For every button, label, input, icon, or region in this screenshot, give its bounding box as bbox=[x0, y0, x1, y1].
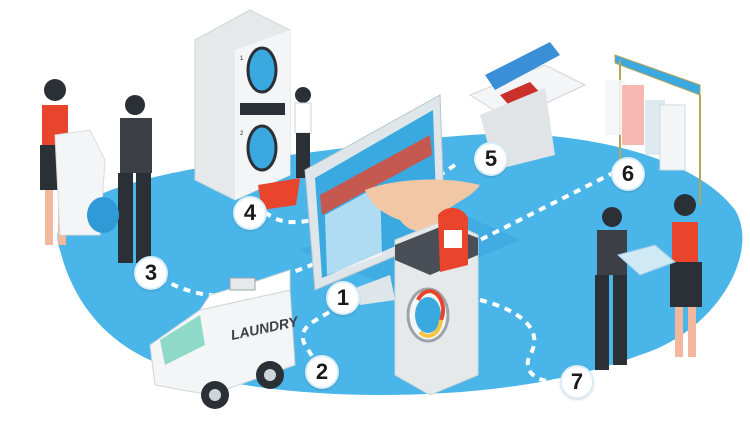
washer-number-2: 2 bbox=[240, 131, 244, 137]
step-number: 1 bbox=[336, 285, 350, 310]
laundry-basket-red bbox=[258, 178, 300, 210]
step-marker-2: 2 bbox=[305, 355, 339, 389]
hand-from-screen bbox=[365, 179, 480, 232]
step-number: 3 bbox=[144, 260, 158, 285]
detergent-bottle bbox=[438, 207, 468, 272]
garment-rack bbox=[605, 54, 701, 205]
stacked-washer-dryer: 1 2 bbox=[194, 9, 291, 201]
step-number: 7 bbox=[570, 369, 584, 394]
step-marker-6: 6 bbox=[611, 157, 645, 191]
step-marker-5: 5 bbox=[474, 142, 508, 176]
step-number: 5 bbox=[484, 146, 498, 171]
step-number: 6 bbox=[621, 161, 635, 186]
step-number: 4 bbox=[243, 200, 257, 225]
laundry-van: LAUNDRY bbox=[149, 269, 301, 409]
step-marker-1: 1 bbox=[326, 281, 360, 315]
step-marker-4: 4 bbox=[233, 196, 267, 230]
customer-and-staff-handover bbox=[40, 79, 152, 263]
washer-number-1: 1 bbox=[240, 56, 244, 62]
step-marker-7: 7 bbox=[560, 365, 594, 399]
delivery-to-customer bbox=[595, 194, 702, 370]
step-marker-3: 3 bbox=[134, 256, 168, 290]
woman-loading-washer bbox=[294, 87, 312, 178]
step-number: 2 bbox=[315, 359, 329, 384]
